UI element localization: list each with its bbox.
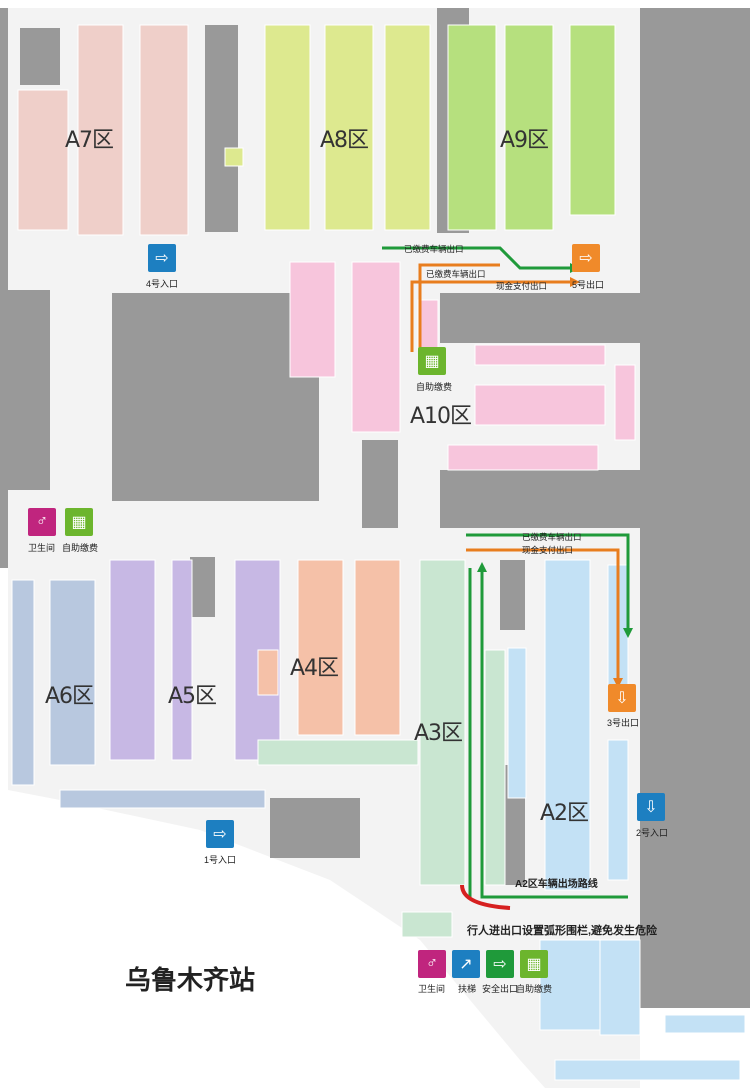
zone-a5-stalls [109,559,281,761]
route-label-cash-mid: 现金支付出口 [522,545,574,555]
toilet-left-label: 卫生间 [28,543,56,553]
pedestrian-fence-arc [460,884,511,910]
zone-a2-stalls [507,559,746,1081]
exit-3-label: 3号出口 [607,718,640,728]
self-pay-left-icon[interactable]: ▦ [65,508,93,536]
toilet-bottom-icon[interactable]: ♂ [418,950,446,978]
zone-label-a8: A8区 [320,128,369,153]
entrance-2-label: 2号入口 [636,828,669,838]
route-label-paid-top2: 已缴费车辆出口 [426,269,486,279]
route-label-cash-top: 现金支付出口 [496,281,548,291]
zone-a9-stalls [447,24,616,231]
zone-label-a3: A3区 [414,721,463,746]
route-a2-exit [480,568,628,899]
route-arrowheads [477,263,633,688]
safety-exit-label: 安全出口 [482,984,519,994]
zone-a3-stalls [257,559,506,938]
toilet-bottom-label: 卫生间 [418,984,446,994]
entrance-4-label: 4号入口 [146,279,179,289]
escalator-icon[interactable]: ↗ [452,950,480,978]
zone-a7-stalls [17,24,189,236]
station-name: 乌鲁木齐站 [125,966,256,996]
exit-5-icon[interactable]: ⇨ [572,244,600,272]
zone-label-a9: A9区 [500,128,549,153]
zone-label-a6: A6区 [45,684,94,709]
zone-label-a10: A10区 [410,404,472,429]
route-label-paid-mid: 已缴费车辆出口 [522,532,582,542]
route-cash-mid [466,548,620,680]
zone-a8-stalls [224,24,431,231]
route-label-paid-top: 已缴费车辆出口 [404,244,464,254]
route-paid-top [382,246,570,270]
self-pay-bottom-icon[interactable]: ▦ [520,950,548,978]
entrance-4-icon[interactable]: ⇨ [148,244,176,272]
zone-label-a5: A5区 [168,684,217,709]
route-label-a2-exit: A2区车辆出场路线 [515,879,598,890]
zone-label-a2: A2区 [540,801,589,826]
exit-routes [382,246,630,910]
self-pay-a10-label: 自助缴费 [416,382,453,392]
escalator-label: 扶梯 [458,984,477,994]
entrance-2-icon[interactable]: ⇩ [637,793,665,821]
pedestrian-notice: 行人进出口设置弧形围栏,避免发生危险 [467,925,658,937]
self-pay-left-label: 自助缴费 [62,543,99,553]
route-cash-top [410,280,570,352]
safety-exit-icon[interactable]: ⇨ [486,950,514,978]
entrance-1-icon[interactable]: ⇨ [206,820,234,848]
route-paid-mid [466,533,630,630]
entrance-1-label: 1号入口 [204,855,237,865]
zone-label-a7: A7区 [65,128,114,153]
self-pay-a10-icon[interactable]: ▦ [418,347,446,375]
zone-a10-stalls [289,261,636,471]
exit-3-icon[interactable]: ⇩ [608,684,636,712]
toilet-left-icon[interactable]: ♂ [28,508,56,536]
route-cash-top-inner [418,263,500,352]
exit-5-label: 5号出口 [572,280,605,290]
walls [0,8,750,1008]
zone-label-a4: A4区 [290,656,339,681]
zone-a4-stalls [257,559,401,736]
self-pay-bottom-label: 自助缴费 [516,984,553,994]
zone-a6-stalls [11,579,266,809]
